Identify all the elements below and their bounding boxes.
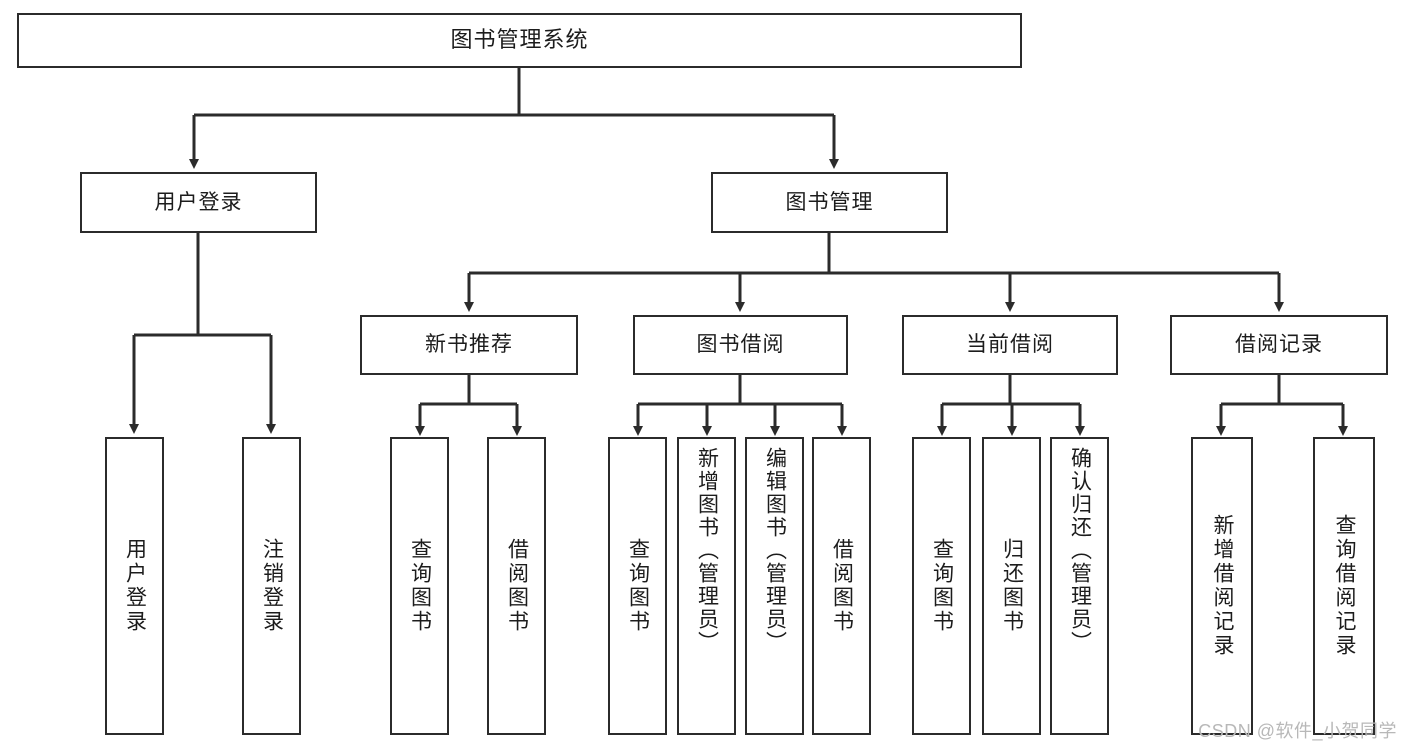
node-root-system[interactable]: 图书管理系统: [17, 13, 1022, 68]
leaf-user-login-signout-label: 注销登录: [260, 538, 284, 634]
leaf-book-borrow-add-book[interactable]: 新增图书（管理员）: [677, 437, 736, 735]
node-current-borrow[interactable]: 当前借阅: [902, 315, 1118, 375]
node-user-login[interactable]: 用户登录: [80, 172, 317, 233]
leaf-user-login-signin[interactable]: 用户登录: [105, 437, 164, 735]
leaf-book-borrow-query-book-label: 查询图书: [626, 538, 650, 634]
node-current-borrow-label: 当前借阅: [966, 333, 1054, 357]
node-book-manage-label: 图书管理: [785, 190, 874, 214]
node-new-book-recommend-label: 新书推荐: [425, 333, 513, 357]
node-book-manage[interactable]: 图书管理: [711, 172, 948, 233]
leaf-current-borrow-query-book-label: 查询图书: [930, 538, 954, 634]
leaf-borrow-record-add-record[interactable]: 新增借阅记录: [1191, 437, 1253, 735]
node-new-book-recommend[interactable]: 新书推荐: [360, 315, 578, 375]
node-root-system-label: 图书管理系统: [450, 27, 589, 53]
leaf-book-borrow-add-book-label: 新增图书（管理员）: [695, 447, 719, 654]
leaf-book-borrow-query-book[interactable]: 查询图书: [608, 437, 667, 735]
leaf-current-borrow-query-book[interactable]: 查询图书: [912, 437, 971, 735]
leaf-current-borrow-confirm-return[interactable]: 确认归还（管理员）: [1050, 437, 1109, 735]
leaf-book-borrow-edit-book[interactable]: 编辑图书（管理员）: [745, 437, 804, 735]
node-book-borrow[interactable]: 图书借阅: [633, 315, 848, 375]
leaf-new-book-borrow-book[interactable]: 借阅图书: [487, 437, 546, 735]
leaf-user-login-signout[interactable]: 注销登录: [242, 437, 301, 735]
leaf-current-borrow-return-book-label: 归还图书: [1000, 538, 1024, 634]
leaf-book-borrow-borrow-book-label: 借阅图书: [830, 538, 854, 634]
leaf-current-borrow-confirm-return-label: 确认归还（管理员）: [1068, 447, 1092, 654]
leaf-new-book-borrow-book-label: 借阅图书: [505, 538, 529, 634]
leaf-borrow-record-add-record-label: 新增借阅记录: [1211, 514, 1235, 658]
node-borrow-record-label: 借阅记录: [1235, 333, 1323, 357]
leaf-borrow-record-query-record[interactable]: 查询借阅记录: [1313, 437, 1375, 735]
leaf-new-book-query-book[interactable]: 查询图书: [390, 437, 449, 735]
leaf-user-login-signin-label: 用户登录: [123, 538, 147, 634]
node-borrow-record[interactable]: 借阅记录: [1170, 315, 1388, 375]
leaf-book-borrow-borrow-book[interactable]: 借阅图书: [812, 437, 871, 735]
csdn-watermark: CSDN @软件_小贺同学: [1198, 721, 1397, 741]
leaf-current-borrow-return-book[interactable]: 归还图书: [982, 437, 1041, 735]
leaf-book-borrow-edit-book-label: 编辑图书（管理员）: [763, 447, 787, 654]
leaf-borrow-record-query-record-label: 查询借阅记录: [1333, 514, 1357, 658]
node-user-login-label: 用户登录: [154, 190, 243, 214]
node-book-borrow-label: 图书借阅: [696, 333, 785, 357]
leaf-new-book-query-book-label: 查询图书: [408, 538, 432, 634]
